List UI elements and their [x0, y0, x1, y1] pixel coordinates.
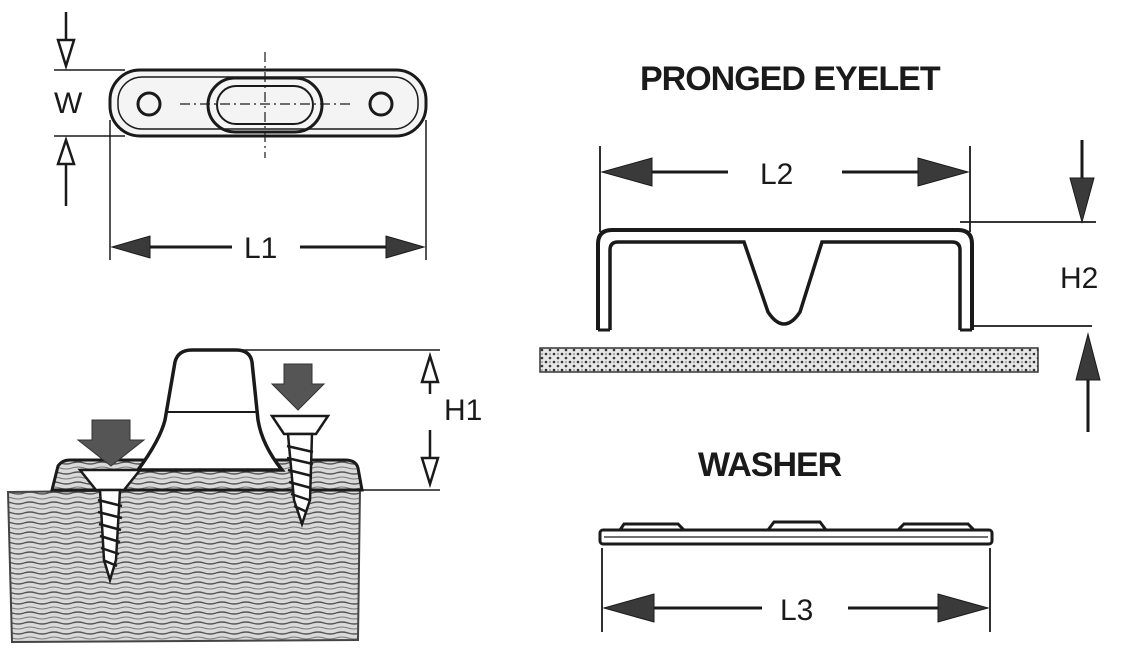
w-arrow-top-head [56, 38, 76, 71]
washer-heading: WASHER [698, 446, 842, 484]
installed-section [6, 348, 440, 644]
mounting-hole-left [136, 91, 162, 117]
w-dimension-arrows [56, 12, 76, 206]
pronged-eyelet-view [596, 146, 1096, 332]
l1-dimension [110, 235, 426, 259]
l1-arrow-left [110, 235, 151, 259]
h1-label: H1 [444, 394, 482, 427]
h2-dimension [1069, 140, 1101, 432]
screw-right [269, 414, 331, 528]
screw-left [77, 468, 143, 585]
h2-arrow-top [1069, 177, 1095, 224]
h1-arrow-top [420, 351, 440, 384]
l3-arrow-right [937, 593, 990, 623]
eyelet-plate-outline [108, 68, 428, 138]
screw-left-head [77, 468, 143, 492]
screw-right-thread [286, 444, 314, 514]
pronged-eyelet-body-outer [596, 228, 974, 330]
mounting-surface [539, 347, 1039, 373]
l3-dimension [602, 593, 990, 623]
mounting-hole-right [368, 91, 394, 117]
h2-label: H2 [1060, 262, 1098, 295]
push-arrow-right [270, 363, 326, 411]
w-arrow-bottom-head [56, 136, 76, 166]
h1-arrow-bottom [420, 456, 440, 489]
screw-right-head [269, 414, 331, 436]
w-label: W [54, 87, 83, 120]
l2-dimension [600, 157, 970, 187]
l1-label: L1 [244, 232, 277, 265]
screw-left-thread [97, 498, 123, 568]
l3-label: L3 [780, 594, 813, 627]
plan-view [54, 52, 428, 260]
washer-bumps [618, 520, 976, 532]
l1-arrow-right [385, 235, 426, 259]
h2-arrow-bottom [1075, 332, 1101, 381]
eyelet-hump [134, 348, 286, 472]
l2-arrow-right [917, 157, 970, 187]
pronged-eyelet-body-inner [608, 240, 962, 330]
l3-arrow-left [602, 593, 655, 623]
pronged-eyelet-heading: PRONGED EYELET [640, 60, 941, 98]
washer-view [598, 520, 994, 632]
push-arrow-left [76, 419, 146, 467]
l2-label: L2 [760, 158, 793, 191]
l2-arrow-left [600, 157, 653, 187]
